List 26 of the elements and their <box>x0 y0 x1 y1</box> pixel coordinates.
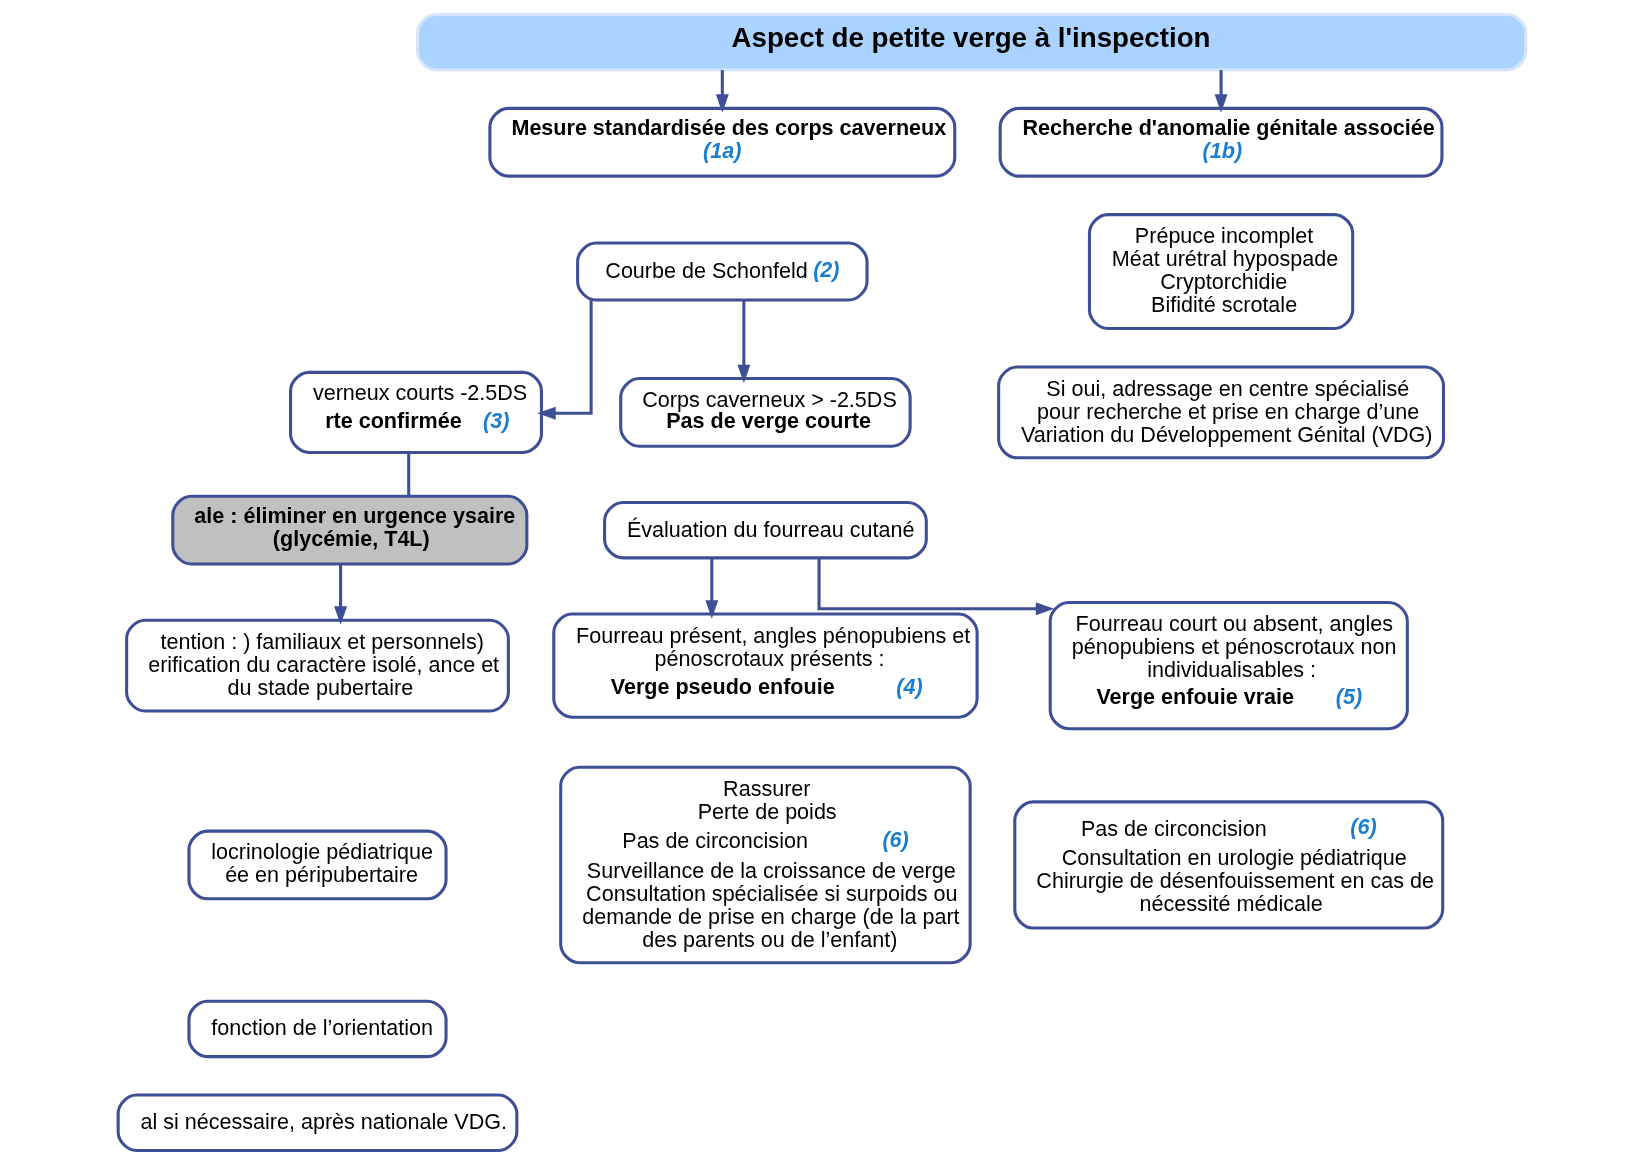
node-box: fonction de l’orientation <box>186 999 448 1059</box>
node-box: Fourreau court ou absent, angles pénopubiens et pénoscrotaux non individualisables : Verge enfouie vraie (5) <box>1048 600 1409 731</box>
node-box: verneux courts -2.5DS rte confirmée (3) <box>288 370 543 454</box>
arrow <box>1214 70 1228 113</box>
connector <box>406 452 410 497</box>
node-box: Si oui, adressage en centre spécialisé pour recherche et prise en charge d’une Variation du Développement Génital (VDG) <box>996 365 1445 460</box>
arrow <box>715 70 729 113</box>
arrow <box>536 300 593 420</box>
arrow <box>333 564 347 625</box>
node-box: Rassurer Perte de poids Pas de circoncision (6) Surveillance de la croissance de verge Consultation spécialisée si surpoids ou demande de prise en charge (de la part des parents ou de l’enfant) <box>558 765 972 965</box>
node-box: Pas de circoncision (6) Consultation en urologie pédiatrique Chirurgie de désenfouissement en cas de nécessité médicale <box>1012 800 1444 930</box>
node-box: Aspect de petite verge à l'inspection <box>415 12 1527 72</box>
node-box: ale : éliminer en urgence ysaire (glycémie, T4L) <box>170 494 528 566</box>
node-box: Fourreau présent, angles pénopubiens et pénoscrotaux présents : Verge pseudo enfouie (4) <box>551 612 979 719</box>
node-box: Courbe de Schonfeld (2) <box>575 241 869 302</box>
node-box: Recherche d'anomalie génitale associée (1b) <box>998 106 1443 178</box>
node-box: Évaluation du fourreau cutané <box>602 500 928 560</box>
node-box: Corps caverneux > -2.5DS Pas de verge courte <box>618 377 912 448</box>
arrow <box>736 300 750 384</box>
node-box: Mesure standardisée des corps caverneux (1a) <box>487 106 956 178</box>
arrow <box>817 558 1054 616</box>
node-box: locrinologie pédiatrique ée en péripubertaire <box>186 829 448 901</box>
node-box: tention : ) familiaux et personnels) erification du caractère isolé, ance et du stade pubertaire <box>124 618 510 713</box>
node-box: al si nécessaire, après nationale VDG. <box>116 1093 518 1153</box>
arrow <box>704 558 718 619</box>
node-box: Prépuce incomplet Méat urétral hypospade Cryptorchidie Bifidité scrotale <box>1087 213 1354 331</box>
